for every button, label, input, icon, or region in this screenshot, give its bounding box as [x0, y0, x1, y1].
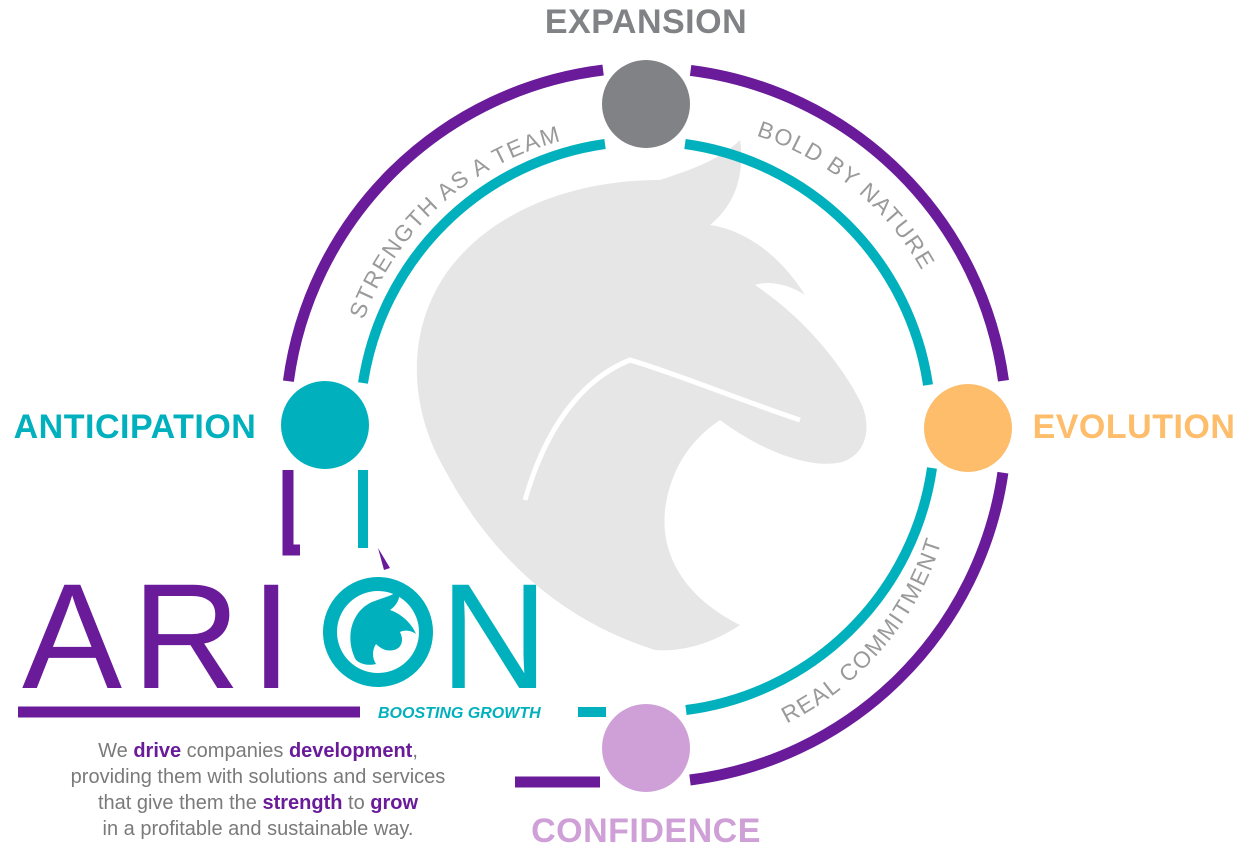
mission-text: to — [342, 792, 371, 814]
logo-accent-mark — [378, 548, 390, 570]
mission-keyword: drive — [133, 740, 182, 762]
arion-logo: ARI N BOOSTING GROWTH — [22, 548, 548, 722]
horse-bridle-line — [522, 357, 801, 501]
inner-ring — [358, 139, 937, 717]
horse-head-watermark — [416, 140, 867, 651]
inner-ring-bottom-right — [685, 467, 937, 715]
label-evolution: EVOLUTION — [1033, 408, 1236, 446]
arc-label-commitment: REAL COMMITMENT — [777, 534, 947, 728]
label-expansion: EXPANSION — [545, 3, 747, 41]
inner-ring-top-left — [358, 139, 606, 384]
mission-keyword: strength — [262, 792, 343, 814]
node-confidence — [602, 704, 690, 792]
logo-letter-n: N — [440, 552, 548, 720]
node-expansion — [602, 60, 690, 148]
mission-statement: We drive companies development, providin… — [28, 738, 488, 842]
inner-ring-top-right — [684, 139, 933, 386]
node-anticipation — [281, 381, 369, 469]
outer-ring-top-left — [282, 64, 604, 382]
outer-ring-left-stem — [282, 470, 300, 556]
mission-text: , — [412, 740, 418, 762]
outer-ring — [18, 64, 1009, 788]
mission-text: We — [98, 740, 134, 762]
mission-text: in a profitable and sustainable way. — [102, 818, 414, 840]
logo-o-emblem — [323, 548, 433, 687]
label-confidence: CONFIDENCE — [531, 812, 761, 850]
horse-silhouette — [416, 140, 867, 651]
logo-letters-ari: ARI — [22, 552, 302, 720]
node-evolution — [924, 384, 1012, 472]
logo-o-ring — [323, 577, 433, 687]
logo-horse-icon — [350, 590, 416, 665]
mission-keyword: development — [288, 740, 413, 762]
mission-text: providing them with solutions and servic… — [70, 766, 446, 788]
arc-label-bold: BOLD BY NATURE — [755, 116, 941, 274]
outer-ring-top-right — [689, 64, 1009, 382]
logo-tagline: BOOSTING GROWTH — [378, 705, 541, 722]
mission-text: companies — [181, 740, 289, 762]
outer-ring-bottom-right — [689, 471, 1009, 786]
mission-keyword: grow — [370, 792, 419, 814]
label-anticipation: ANTICIPATION — [14, 408, 257, 446]
mission-text: that give them the — [97, 792, 263, 814]
